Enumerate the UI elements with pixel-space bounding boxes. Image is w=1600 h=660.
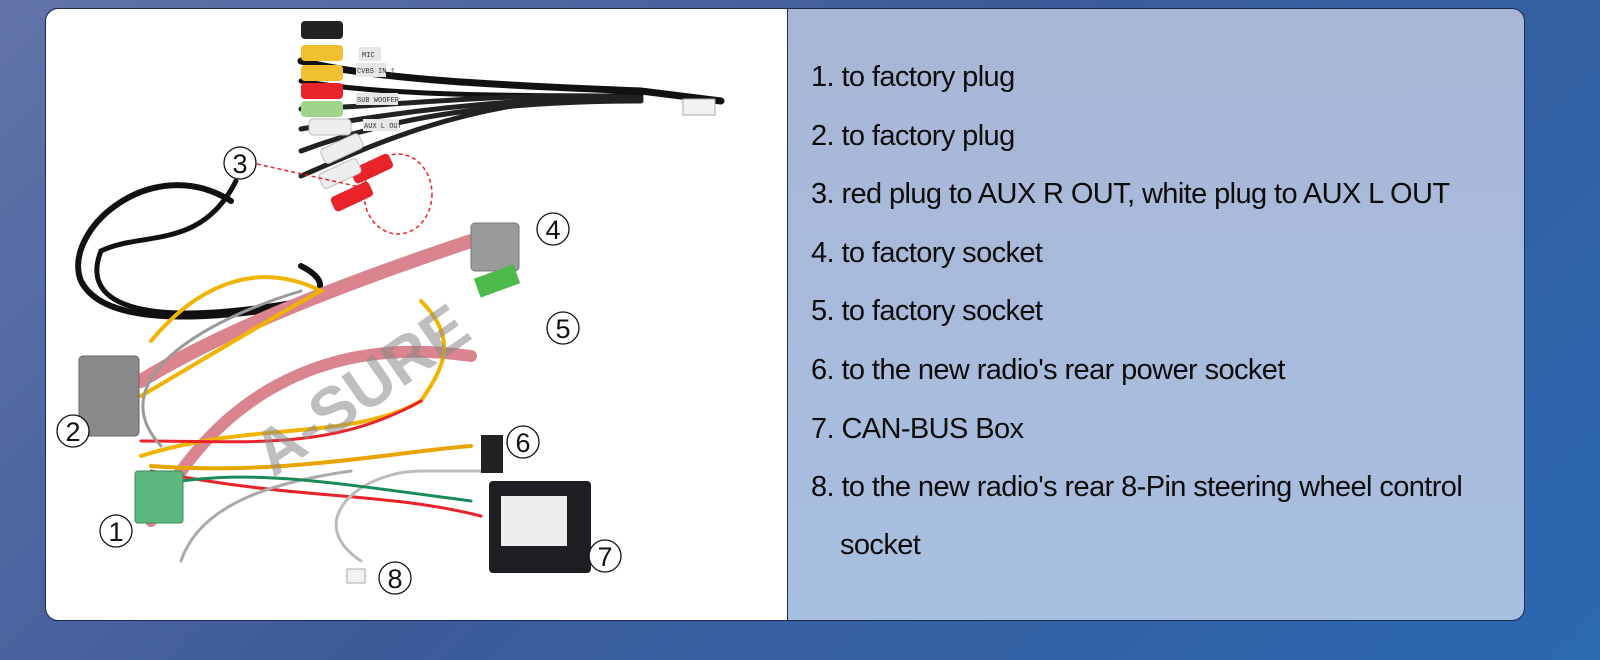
callout-4: 4: [545, 215, 560, 245]
connector-8: [346, 568, 366, 584]
connector-5: [473, 264, 521, 298]
item-text: 2. to factory plug: [811, 119, 1015, 152]
connector-2: [78, 355, 140, 437]
connector-4: [470, 222, 520, 272]
highlight-circle: [363, 153, 433, 235]
list-item: 5. to factory socket: [811, 295, 1462, 354]
connection-list: 1. to factory plug 2. to factory plug 3.…: [811, 61, 1463, 561]
callout-7: 7: [597, 542, 612, 572]
item-text: 6. to the new radio's rear power socket: [811, 353, 1285, 386]
callout-1: 1: [108, 517, 123, 547]
list-item: 7. CAN-BUS Box: [811, 413, 1462, 472]
tag-mic: MIC: [362, 52, 375, 60]
item-text-continuation: socket: [840, 529, 921, 562]
connector-1: [134, 470, 184, 524]
list-item: 1. to factory plug: [811, 61, 1462, 120]
item-text: 7. CAN-BUS Box: [811, 412, 1024, 445]
list-item: 4. to factory socket: [811, 237, 1462, 296]
list-item: 6. to the new radio's rear power socket: [811, 354, 1462, 413]
connector-6: [481, 435, 503, 473]
callout-2: 2: [65, 417, 80, 447]
item-text: 5. to factory socket: [811, 295, 1043, 328]
item-text: 3. red plug to AUX R OUT, white plug to …: [811, 178, 1450, 211]
top-right-connector: [682, 98, 716, 116]
callout-3: 3: [232, 149, 247, 179]
tag-aux: AUX L OUT: [364, 123, 402, 131]
item-text: 8. to the new radio's rear 8-Pin steerin…: [811, 471, 1463, 504]
wiring-harness-illustration: MIC CVBS IN 1 SUB WOOFER AUX L OUT A-SUR…: [56, 21, 725, 595]
content-panel: MIC CVBS IN 1 SUB WOOFER AUX L OUT A-SUR…: [45, 8, 1525, 621]
tag-cvbs: CVBS IN 1: [357, 68, 395, 76]
harness-photo: MIC CVBS IN 1 SUB WOOFER AUX L OUT A-SUR…: [46, 9, 788, 620]
callout-8: 8: [387, 564, 402, 594]
item-text: 1. to factory plug: [811, 61, 1015, 93]
item-text: 4. to factory socket: [811, 236, 1043, 269]
callout-5: 5: [555, 314, 570, 344]
callout-6: 6: [515, 428, 530, 458]
tag-subwoofer: SUB WOOFER: [357, 97, 400, 105]
list-item: 3. red plug to AUX R OUT, white plug to …: [811, 178, 1462, 237]
list-item: 8. to the new radio's rear 8-Pin steerin…: [811, 471, 1463, 561]
list-item: 2. to factory plug: [811, 120, 1462, 179]
